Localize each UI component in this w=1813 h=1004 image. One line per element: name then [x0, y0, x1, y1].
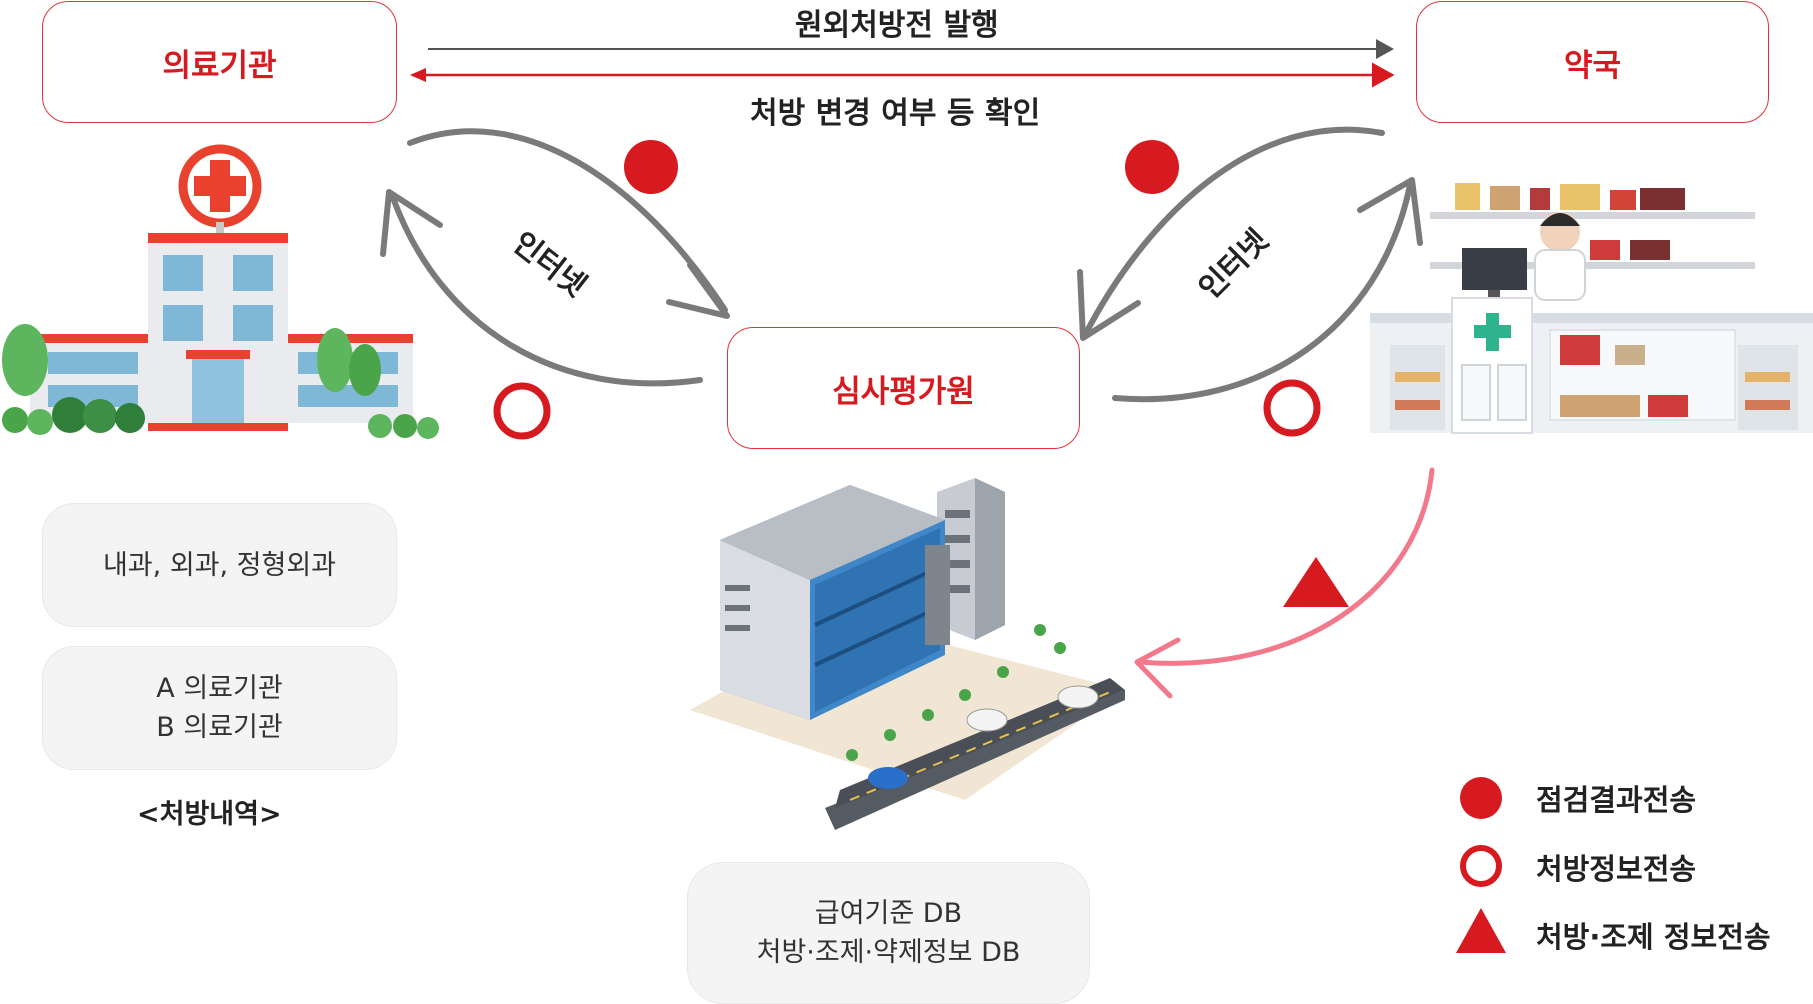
pharmacy-label: 약국 — [1563, 47, 1622, 84]
prescription-issue-label: 원외처방전 발행 — [795, 8, 999, 43]
db-box: 급여기준 DB 처방·조제·약제정보 DB — [687, 862, 1090, 1004]
hira-building-illustration — [690, 478, 1125, 830]
legend-filled-label: 점검결과전송 — [1536, 783, 1697, 817]
pharmacy-to-hira-pink-arrow — [1137, 467, 1435, 666]
legend-row-filled: 점검결과전송 — [1508, 777, 1696, 819]
institution-b-text: B 의료기관 — [156, 712, 283, 743]
left-curve-to-hira-head — [666, 262, 730, 319]
legend-triangle-icon — [1456, 908, 1506, 953]
pharmacy-node: 약국 — [1416, 1, 1769, 123]
prescription-history-caption: <처방내역> — [137, 799, 282, 830]
legend-row-hollow: 처방정보전송 — [1508, 846, 1696, 888]
prescription-check-arrow-tail — [410, 68, 426, 82]
pharmacy-illustration — [1370, 183, 1813, 434]
left-curve-to-hospital-head — [380, 189, 443, 257]
legend-filled-circle-icon — [1460, 777, 1502, 819]
hira-node: 심사평가원 — [727, 327, 1080, 449]
db-line1-text: 급여기준 DB — [814, 898, 963, 929]
filled-circle-marker-left — [624, 140, 678, 194]
legend-row-triangle: 처방·조제 정보전송 — [1508, 914, 1771, 956]
legend-hollow-circle-icon — [1460, 845, 1502, 887]
legend-hollow-label: 처방정보전송 — [1536, 852, 1697, 886]
triangle-marker — [1283, 557, 1349, 607]
left-curve-to-hospital — [389, 192, 703, 387]
pink-arrow-head — [1134, 637, 1181, 699]
institutions-box: A 의료기관 B 의료기관 — [42, 646, 397, 770]
institution-a-text: A 의료기관 — [156, 673, 283, 704]
hollow-circle-marker-left — [493, 382, 551, 440]
filled-circle-marker-right — [1125, 140, 1179, 194]
db-line2-text: 처방·조제·약제정보 DB — [756, 937, 1021, 968]
left-curve-to-hira — [407, 128, 728, 313]
medical-institution-node: 의료기관 — [42, 1, 397, 123]
hospital-illustration — [2, 144, 439, 439]
hira-label: 심사평가원 — [832, 373, 975, 410]
right-curve-to-hira — [1082, 126, 1385, 338]
right-curve-to-hira-head — [1077, 269, 1141, 341]
legend-triangle-label: 처방·조제 정보전송 — [1536, 920, 1771, 954]
prescription-check-label: 처방 변경 여부 등 확인 — [750, 96, 1041, 131]
right-curve-to-pharmacy-head — [1357, 177, 1423, 246]
departments-box: 내과, 외과, 정형외과 — [42, 503, 397, 627]
medical-institution-label: 의료기관 — [162, 47, 277, 84]
right-curve-to-pharmacy — [1112, 182, 1413, 403]
departments-text: 내과, 외과, 정형외과 — [102, 549, 337, 581]
hollow-circle-marker-right — [1263, 379, 1321, 437]
